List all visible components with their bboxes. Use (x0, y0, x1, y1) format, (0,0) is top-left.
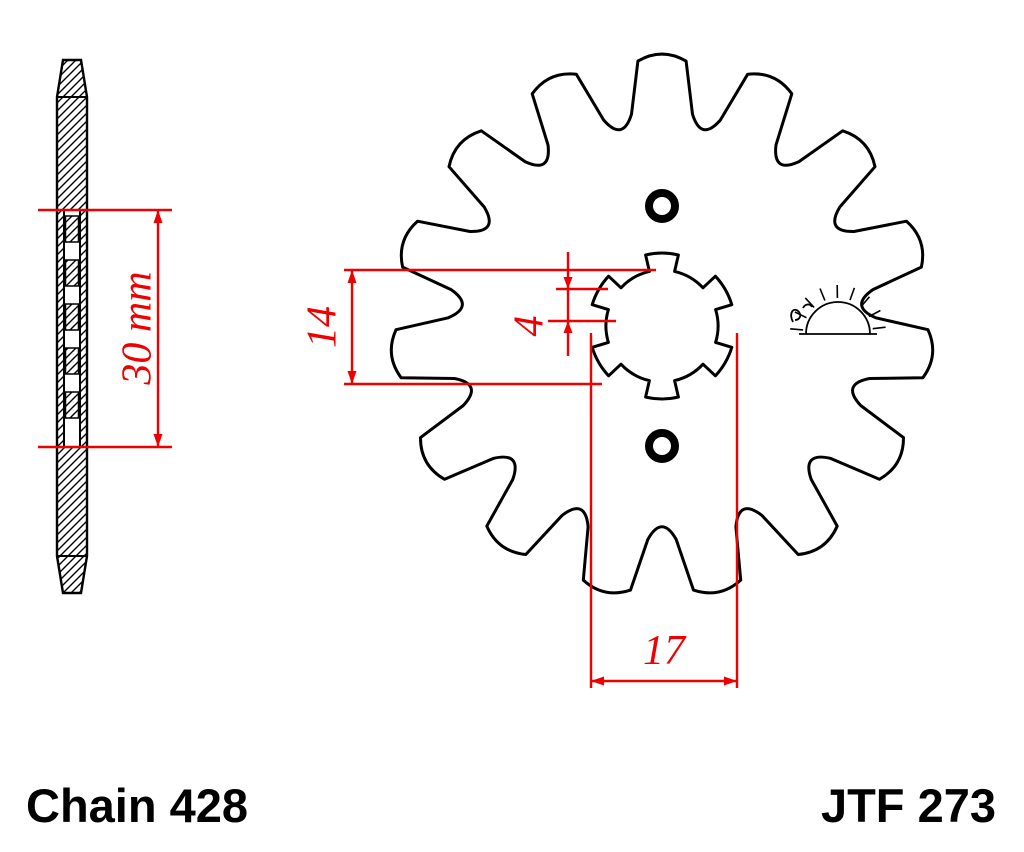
logo-rays (790, 284, 886, 331)
hub-spline-block (64, 215, 80, 243)
logo-ray (872, 326, 886, 330)
mounting-hole-top (645, 189, 679, 223)
arrowhead (153, 434, 163, 447)
dim-label-bore: 17 (643, 628, 687, 674)
dim-label-spline-span: 14 (300, 306, 346, 348)
bore-spline-outline (590, 251, 734, 401)
arrowhead (347, 270, 357, 283)
dimension-arrowheads (153, 210, 737, 686)
dim-label-spline-depth: 4 (507, 316, 553, 337)
logo-ray (804, 297, 815, 308)
arrowhead (563, 321, 573, 333)
logo-dome (805, 301, 871, 335)
logo-mark (790, 303, 813, 323)
arrowhead (591, 676, 604, 686)
hub-spline-block (64, 391, 80, 419)
front-view (389, 52, 935, 595)
arrowhead (724, 676, 737, 686)
hub-spline-block (64, 259, 80, 287)
logo-ray (868, 309, 881, 318)
jt-sun-logo (790, 284, 886, 335)
logo-ray (819, 288, 826, 301)
chain-size-label: Chain 428 (26, 779, 248, 832)
hub-spline-blocks (64, 215, 80, 419)
mounting-hole-bottom (645, 429, 679, 463)
dimension-labels: 30 mm 14 4 17 (115, 271, 687, 674)
logo-ray (849, 287, 856, 301)
hub-spline-block (64, 347, 80, 375)
dim-label-hub-width: 30 mm (115, 271, 161, 385)
arrowhead (153, 210, 163, 223)
arrowhead (563, 277, 573, 289)
arrowhead (347, 371, 357, 384)
logo-ray (790, 328, 804, 331)
part-number-label: JTF 273 (821, 779, 996, 832)
hub-spline-block (64, 303, 80, 331)
side-view (55, 58, 89, 595)
dimension-lines (38, 208, 739, 688)
logo-ray (860, 296, 871, 308)
